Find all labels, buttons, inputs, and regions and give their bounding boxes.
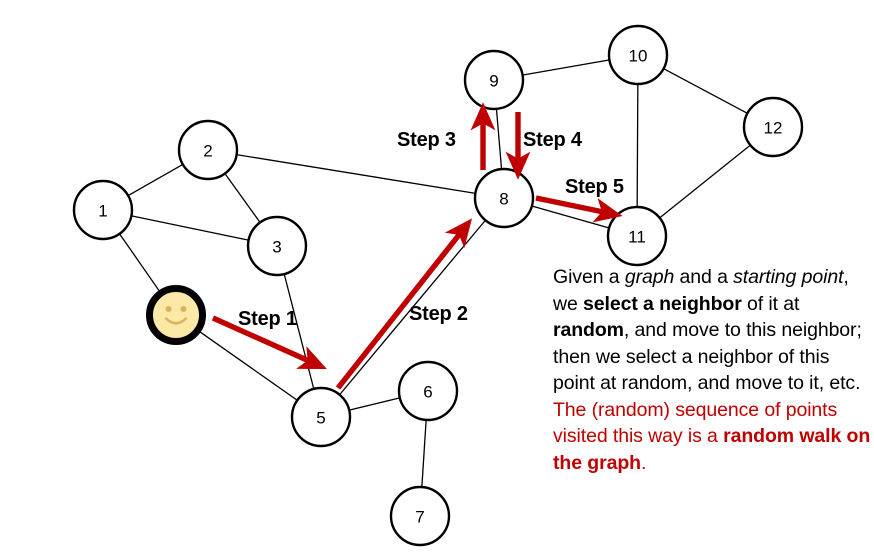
node-circle xyxy=(607,24,669,86)
caption-random-walk-bold-red: random walk on the graph xyxy=(553,425,871,474)
step-label-step-2: Step 2 xyxy=(409,303,468,325)
caption-random-bold: random xyxy=(553,319,624,341)
graph-edge-1-3 xyxy=(130,215,250,241)
walk-arrow-layer xyxy=(211,102,623,390)
graph-edge-5-6 xyxy=(348,396,401,412)
caption-select-neighbor-bold: select a neighbor xyxy=(583,292,742,315)
caption-given: Given a xyxy=(553,266,625,288)
caption-red-period: . xyxy=(640,451,647,474)
node-circle xyxy=(397,360,459,422)
node-label: 5 xyxy=(316,409,325,428)
graph-edge-2-8 xyxy=(235,153,477,195)
smiley-ring xyxy=(146,285,206,345)
walk-arrow-step-1 xyxy=(211,315,327,369)
smiley-right-eye-icon xyxy=(180,306,187,312)
walk-arrow-step-5 xyxy=(535,195,623,223)
graph-node-1[interactable]: 1 xyxy=(72,179,134,241)
graph-edge-9-10 xyxy=(521,59,611,76)
caption-starting-point-italic: starting point xyxy=(733,266,844,288)
node-circle xyxy=(389,485,451,547)
start-node-smiley[interactable] xyxy=(146,285,206,345)
graph-edge-8-9 xyxy=(495,107,503,171)
smiley-mouth-icon xyxy=(164,317,188,325)
step-label-step-1: Step 1 xyxy=(238,308,297,330)
caption-graph-italic: graph xyxy=(624,266,675,288)
graph-edge-4-5 xyxy=(199,331,299,402)
graph-edge-1-4 xyxy=(118,232,160,292)
graph-node-7[interactable]: 7 xyxy=(389,485,451,547)
smiley-left-eye-icon xyxy=(165,306,172,312)
graph-node-12[interactable]: 12 xyxy=(742,96,804,158)
walk-arrow-step-2 xyxy=(335,218,473,390)
graph-node-3[interactable]: 3 xyxy=(246,215,308,277)
caption-we: , we xyxy=(553,266,849,315)
graph-node-2[interactable]: 2 xyxy=(177,119,239,181)
node-label: 10 xyxy=(629,47,648,66)
step-label-step-3: Step 3 xyxy=(397,129,456,151)
step-label-step-5: Step 5 xyxy=(565,176,624,198)
node-label: 8 xyxy=(499,190,508,209)
graph-node-8[interactable]: 8 xyxy=(473,167,535,229)
graph-edge-2-3 xyxy=(223,172,262,224)
step-label-step-4: Step 4 xyxy=(523,129,582,151)
caption-text: Given a graph and a starting point, we s… xyxy=(553,264,873,476)
graph-node-11[interactable]: 11 xyxy=(606,205,668,267)
node-label: 9 xyxy=(489,72,498,91)
node-circle xyxy=(742,96,804,158)
node-circle xyxy=(177,119,239,181)
graph-node-9[interactable]: 9 xyxy=(463,49,525,111)
caption-rest: , and move to this neighbor; then we sel… xyxy=(553,319,862,394)
node-label: 1 xyxy=(98,202,107,221)
graph-edge-8-11 xyxy=(530,205,611,229)
caption-and-a: and a xyxy=(674,266,734,288)
node-label: 11 xyxy=(628,228,646,247)
node-label: 6 xyxy=(423,383,432,402)
graph-edge-6-7 xyxy=(421,418,427,489)
graph-edge-layer xyxy=(118,59,752,489)
node-label: 7 xyxy=(415,508,424,527)
graph-node-10[interactable]: 10 xyxy=(607,24,669,86)
graph-edge-1-2 xyxy=(126,163,185,197)
graph-node-5[interactable]: 5 xyxy=(290,386,352,448)
node-circle xyxy=(290,386,352,448)
node-label: 2 xyxy=(203,142,212,161)
graph-edge-11-12 xyxy=(658,144,752,219)
caption-red-sentence: The (random) sequence of points visited … xyxy=(553,398,838,448)
node-circle xyxy=(473,167,535,229)
graph-edge-10-11 xyxy=(636,82,639,209)
graph-edge-3-5 xyxy=(283,272,315,391)
graph-edge-10-12 xyxy=(662,67,749,115)
node-circle xyxy=(72,179,134,241)
caption-of-it-at: of it at xyxy=(741,292,800,315)
graph-edge-5-8 xyxy=(338,219,487,396)
node-label: 3 xyxy=(272,238,281,257)
node-circle xyxy=(246,215,308,277)
node-label: 12 xyxy=(764,119,783,138)
graph-node-6[interactable]: 6 xyxy=(397,360,459,422)
